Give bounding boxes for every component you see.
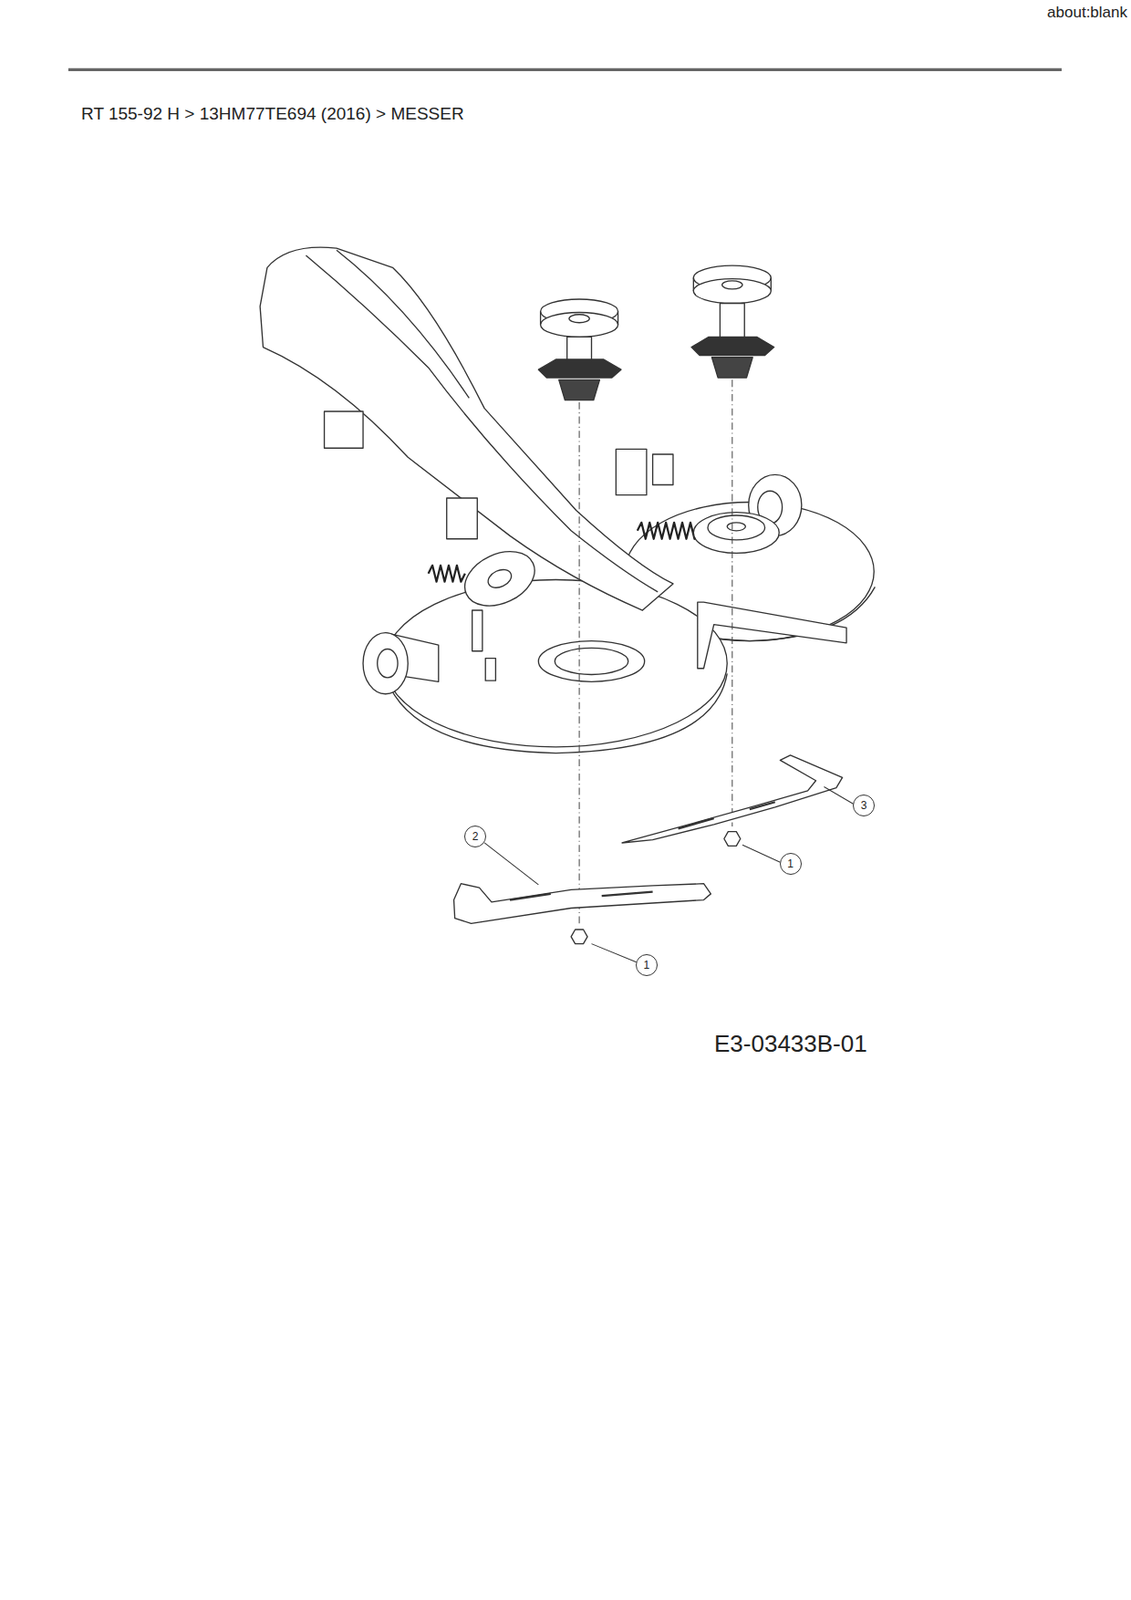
front-wheel-hub (377, 649, 398, 678)
spring (637, 522, 699, 540)
browser-header: about:blank (1047, 3, 1128, 22)
blade-nut (570, 929, 588, 945)
spindle-assembly (538, 299, 622, 401)
blade-slot (678, 801, 776, 829)
spindle-hole (538, 641, 644, 683)
blade-nut (724, 831, 741, 847)
chute-tab (324, 411, 364, 448)
drawing-part (742, 844, 780, 862)
idler-hub (485, 566, 515, 592)
deck-left-lobe (384, 579, 728, 747)
drawing-part (719, 302, 745, 340)
blade-slot (509, 892, 654, 901)
front-wheel (363, 632, 408, 695)
drawing-part (559, 379, 601, 400)
drawing-part (484, 842, 539, 885)
spring (428, 565, 466, 582)
belt-pulley-hub (726, 522, 746, 531)
idler-pulley (456, 540, 544, 617)
chute-line (336, 249, 469, 398)
bolt (485, 658, 496, 682)
callout-number: 1 (635, 954, 658, 976)
spindle-hole-inner (554, 647, 629, 675)
drawing-part (68, 69, 1062, 962)
spindle-assembly (691, 265, 775, 378)
drawing-part (731, 379, 733, 827)
bracket (446, 498, 478, 540)
drawing-part (538, 359, 622, 378)
blade (454, 883, 712, 924)
drawing-part (691, 336, 775, 355)
leader-line (484, 786, 854, 962)
drawing-part (591, 944, 637, 963)
deck-bracket (697, 601, 847, 669)
callout-number: 2 (464, 825, 487, 848)
drawing-part (540, 312, 619, 338)
callout-number: 1 (779, 852, 802, 875)
breadcrumb-title: RT 155-92 H > 13HM77TE694 (2016) > MESSE… (81, 103, 465, 125)
drawing-part (711, 357, 753, 378)
drawing-number: E3-03433B-01 (714, 1030, 868, 1059)
belt-pulley-inner (707, 515, 766, 540)
callout-number: 3 (852, 794, 875, 817)
bracket (653, 454, 674, 486)
drawing-part (693, 279, 771, 304)
chute-line (305, 255, 658, 592)
drawing-part (569, 314, 590, 323)
drawing-part (579, 402, 581, 924)
blade (622, 755, 843, 843)
deck-left-lip (384, 673, 728, 753)
header-rule (68, 68, 1062, 72)
idler-post (472, 610, 483, 652)
center-line (579, 379, 733, 924)
drawing-part (823, 786, 853, 804)
belt-pulley (693, 512, 779, 554)
discharge-chute (259, 247, 674, 611)
bracket (615, 448, 647, 495)
drawing-part (722, 280, 743, 290)
